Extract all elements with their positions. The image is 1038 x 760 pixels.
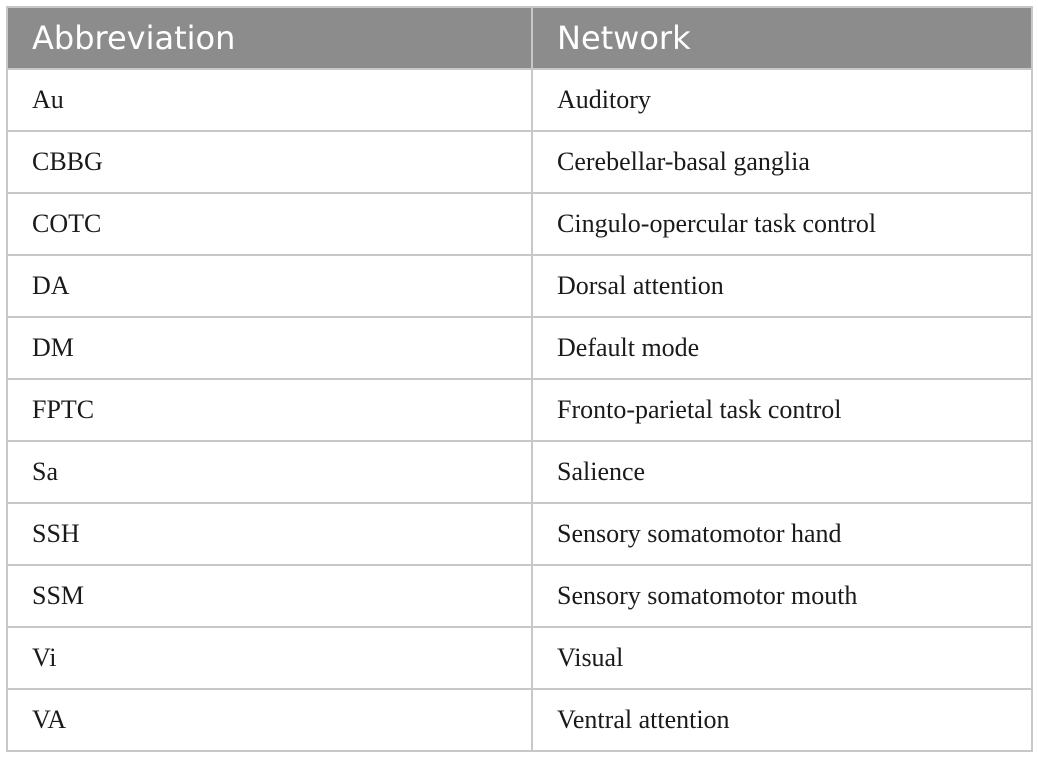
network-cell: Dorsal attention xyxy=(531,254,1033,318)
table-row: SSM Sensory somatomotor mouth xyxy=(6,564,1033,628)
abbreviation-cell: FPTC xyxy=(6,378,533,442)
abbreviation-cell: DA xyxy=(6,254,533,318)
network-cell: Sensory somatomotor mouth xyxy=(531,564,1033,628)
network-cell: Default mode xyxy=(531,316,1033,380)
network-cell: Visual xyxy=(531,626,1033,690)
abbreviation-table: Abbreviation Network Au Auditory CBBG Ce… xyxy=(6,6,1033,752)
abbreviation-cell: DM xyxy=(6,316,533,380)
abbreviation-cell: SSH xyxy=(6,502,533,566)
network-cell: Cingulo-opercular task control xyxy=(531,192,1033,256)
abbreviation-cell: Vi xyxy=(6,626,533,690)
header-network: Network xyxy=(531,6,1033,70)
network-cell: Auditory xyxy=(531,68,1033,132)
table-row: CBBG Cerebellar-basal ganglia xyxy=(6,130,1033,194)
abbreviation-cell: Sa xyxy=(6,440,533,504)
abbreviation-cell: VA xyxy=(6,688,533,752)
abbreviation-cell: Au xyxy=(6,68,533,132)
table-row: DM Default mode xyxy=(6,316,1033,380)
network-cell: Ventral attention xyxy=(531,688,1033,752)
table-row: SSH Sensory somatomotor hand xyxy=(6,502,1033,566)
table-row: FPTC Fronto-parietal task control xyxy=(6,378,1033,442)
table-row: COTC Cingulo-opercular task control xyxy=(6,192,1033,256)
abbreviation-cell: COTC xyxy=(6,192,533,256)
table-row: Au Auditory xyxy=(6,68,1033,132)
header-abbreviation: Abbreviation xyxy=(6,6,533,70)
table-row: Vi Visual xyxy=(6,626,1033,690)
network-cell: Cerebellar-basal ganglia xyxy=(531,130,1033,194)
abbreviation-cell: SSM xyxy=(6,564,533,628)
table-row: VA Ventral attention xyxy=(6,688,1033,752)
header-row: Abbreviation Network xyxy=(6,6,1033,70)
table-row: Sa Salience xyxy=(6,440,1033,504)
network-cell: Fronto-parietal task control xyxy=(531,378,1033,442)
network-cell: Sensory somatomotor hand xyxy=(531,502,1033,566)
abbreviation-cell: CBBG xyxy=(6,130,533,194)
table-row: DA Dorsal attention xyxy=(6,254,1033,318)
network-cell: Salience xyxy=(531,440,1033,504)
